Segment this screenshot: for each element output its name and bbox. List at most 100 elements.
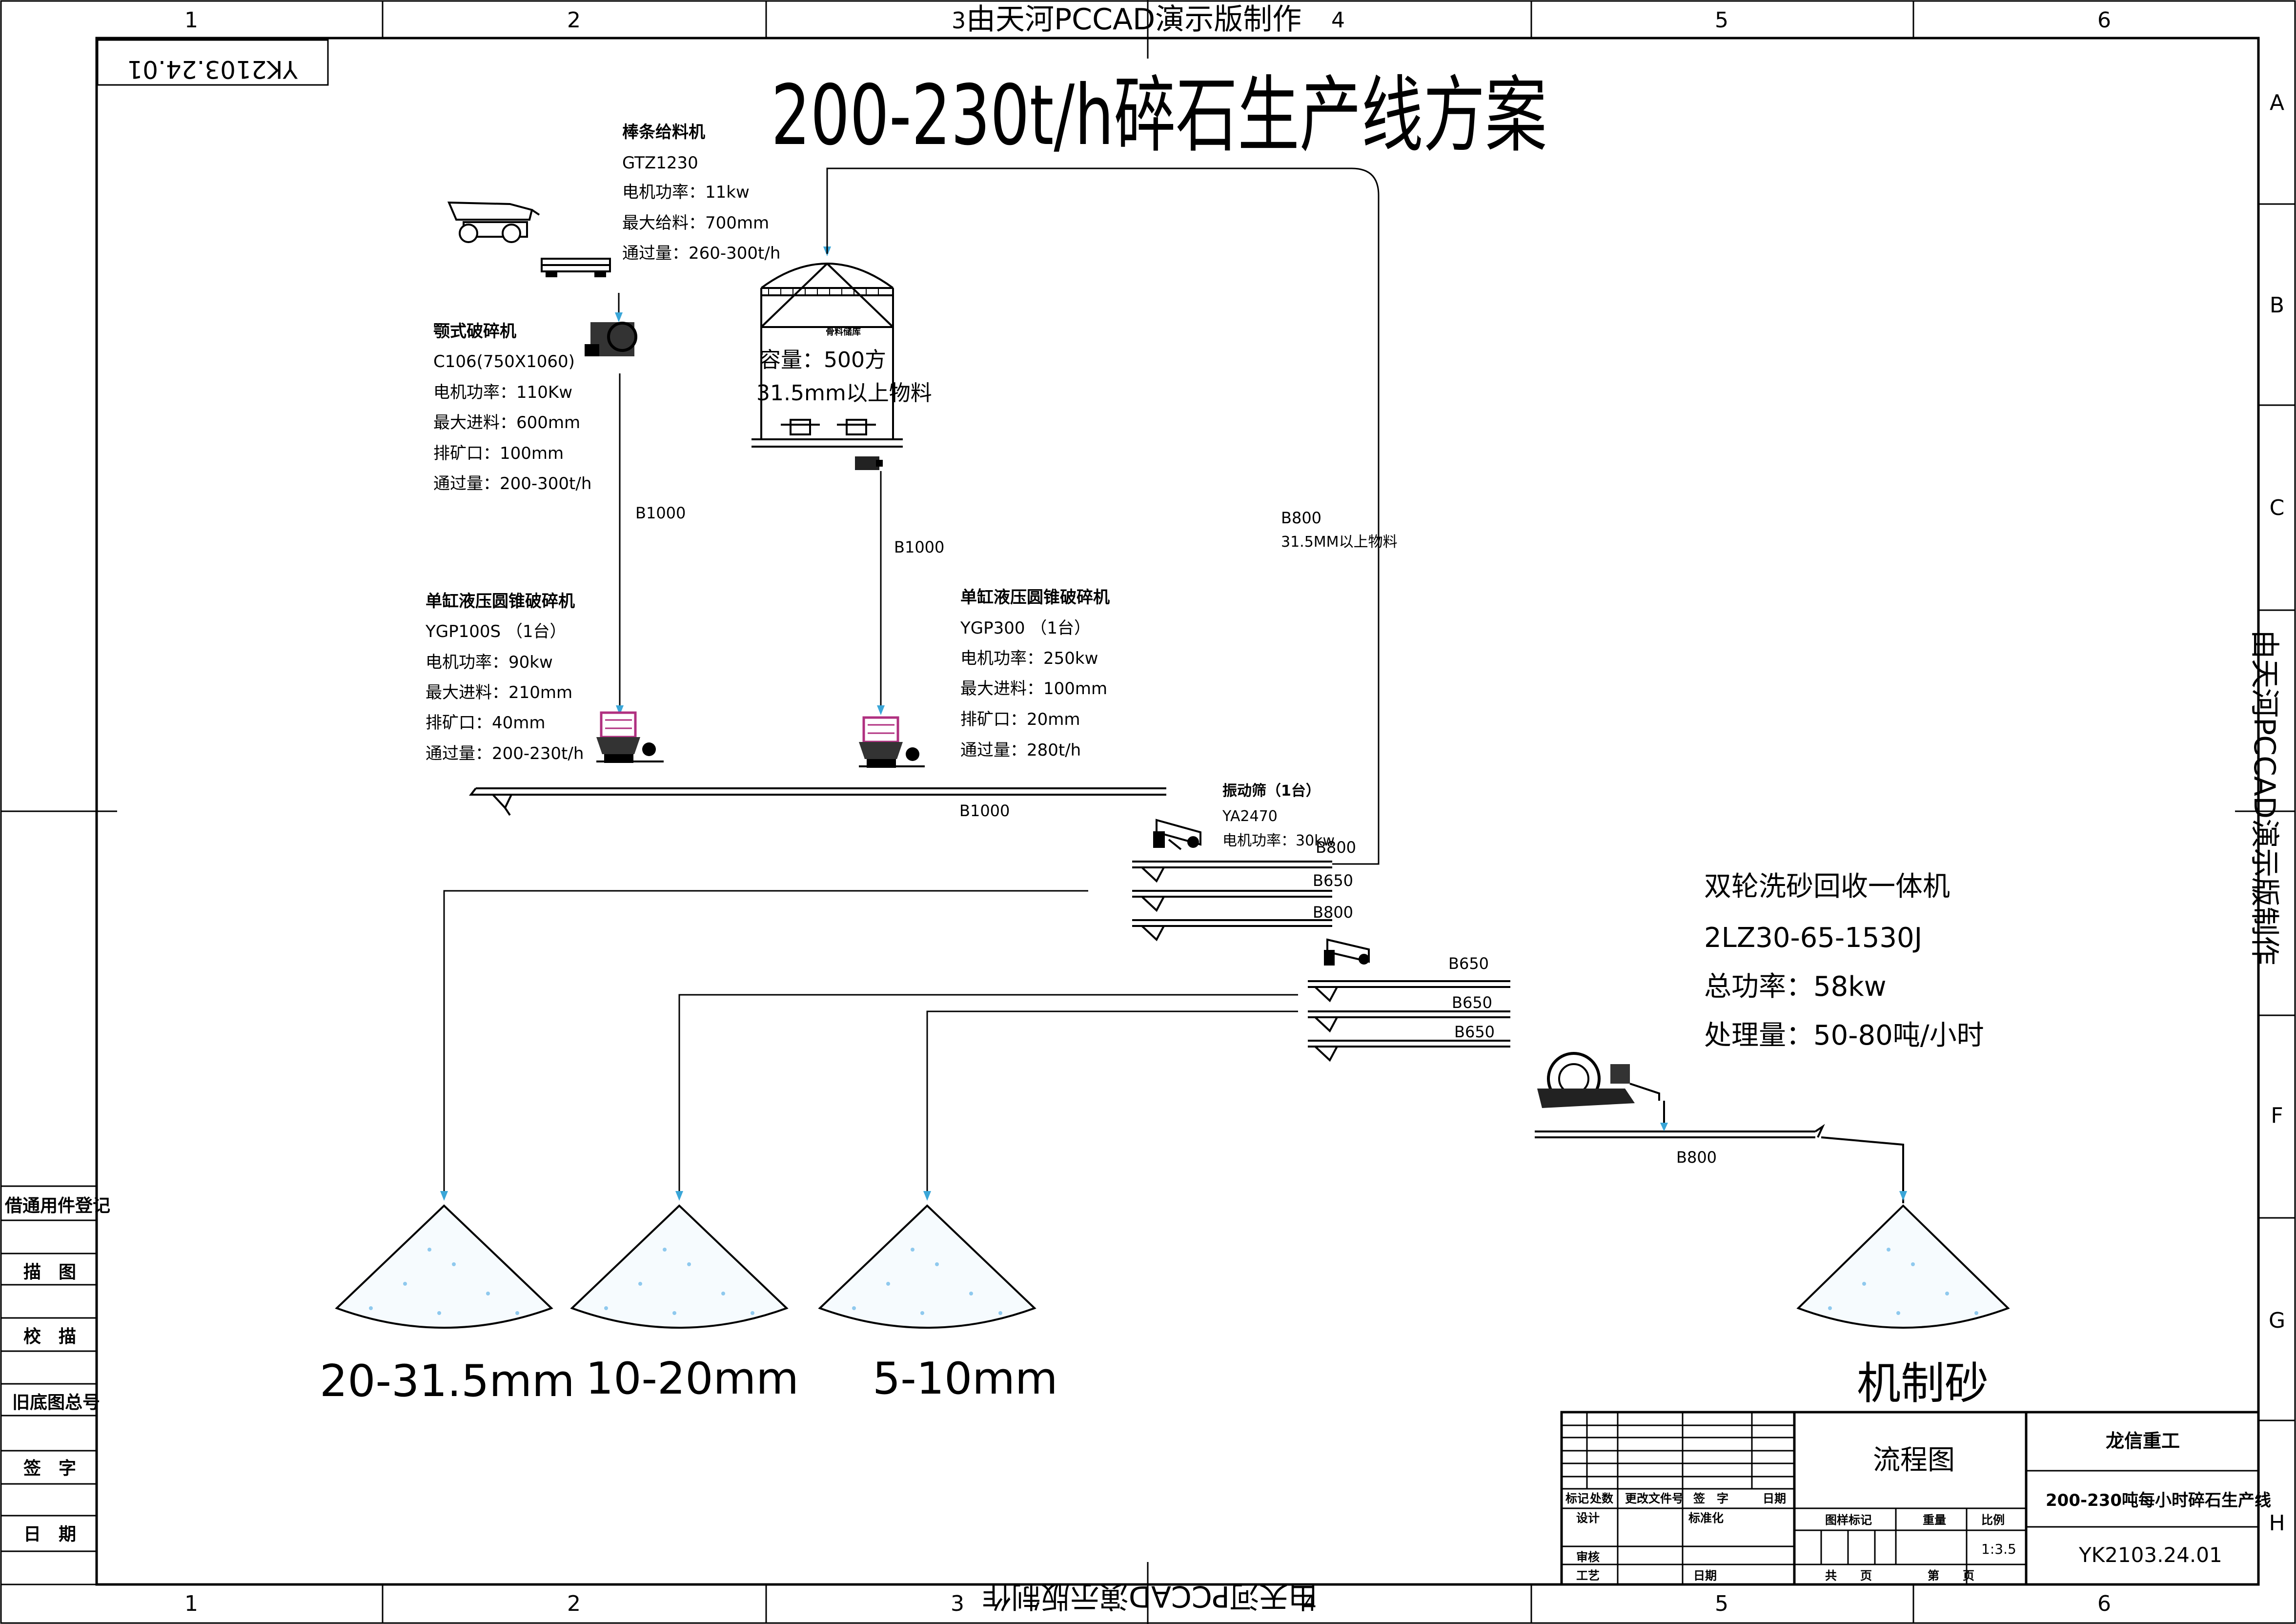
jaw-crusher-labels: 颚式破碎机 C106(750X1060) 电机功率：110Kw 最大进料：600… — [433, 322, 591, 493]
pile-3-icon — [818, 1204, 1036, 1329]
row-label-f: F — [2271, 1103, 2283, 1128]
return-conveyor-line — [826, 167, 1380, 865]
cone1-line-4: 排矿口：40mm — [426, 713, 546, 733]
sand-washer-line-1: 2LZ30-65-1530J — [1704, 922, 1922, 954]
pile-labels: 20-31.5mm 10-20mm 5-10mm 机制砂 — [320, 1353, 1989, 1409]
pile-label-4: 机制砂 — [1857, 1358, 1989, 1409]
belt-b800-1-label: B800 — [1316, 838, 1356, 857]
side-table — [1, 1185, 97, 1585]
cone2-line-1: YGP300 （1台） — [960, 618, 1091, 638]
belt-b1000-a-label: B1000 — [635, 504, 686, 522]
side-table-labels: 借通用件登记 描 图 校 描 旧底图总号 签 字 日 期 — [4, 1196, 110, 1544]
watermark-right-text: 由天河PCCAD演示版制作 — [2247, 630, 2281, 965]
header-change-doc: 更改文件号 — [1625, 1492, 1684, 1505]
dump-truck-icon — [447, 201, 540, 243]
screen-2-belts — [1308, 980, 1510, 1062]
row-label-g: G — [2269, 1308, 2285, 1333]
drawing-name: 流程图 — [1873, 1444, 1955, 1476]
jaw-crusher-line-5: 通过量：200-300t/h — [433, 474, 591, 493]
pile-2-icon — [570, 1204, 789, 1329]
cone2-line-5: 通过量：280t/h — [960, 740, 1081, 760]
sand-washer-labels: 双轮洗砂回收一体机 2LZ30-65-1530J 总功率：58kw 处理量：50… — [1704, 871, 1984, 1051]
silo-top-pattern — [768, 288, 879, 295]
watermark-top-text: 由天河PCCAD演示版制作 — [966, 2, 1301, 37]
label-design: 设计 — [1576, 1511, 1600, 1525]
conveyor-b1000-main — [468, 787, 1166, 816]
row-label-a: A — [2270, 90, 2284, 115]
col-label-bottom-5: 5 — [1715, 1591, 1728, 1616]
jaw-crusher-line-2: 电机功率：110Kw — [433, 383, 572, 402]
vibrating-screen-2-icon — [1324, 938, 1370, 966]
watermark-bottom: 由天河PCCAD演示版制作 — [982, 1579, 1318, 1613]
col-label-bottom-3: 3 — [951, 1591, 964, 1616]
cone2-name: 单缸液压圆锥破碎机 — [960, 588, 1110, 607]
label-page: 第 页 — [1928, 1569, 1974, 1583]
sand-washer-icon — [1537, 1052, 1660, 1108]
col-label-top-4: 4 — [1331, 8, 1345, 33]
project-name: 200-230吨每小时碎石生产线 — [2046, 1491, 2271, 1510]
header-sign: 签 字 — [1693, 1492, 1728, 1505]
screen-1-belts — [1132, 861, 1332, 942]
feeder-line-1: GTZ1230 — [622, 153, 698, 173]
label-ratio: 比例 — [1981, 1513, 2005, 1527]
belt-b1000-c-label: B1000 — [959, 802, 1010, 820]
cone2-line-4: 排矿口：20mm — [960, 710, 1080, 729]
watermark-bottom-num: 4 — [1303, 1591, 1317, 1616]
col-label-top-6: 6 — [2097, 8, 2111, 33]
label-weight: 重量 — [1923, 1513, 1946, 1527]
inner-border — [95, 37, 2260, 1586]
side-label-2: 描 图 — [23, 1262, 76, 1282]
side-label-3: 校 描 — [23, 1327, 76, 1347]
belt-b800-return-note: 31.5MM以上物料 — [1281, 534, 1398, 551]
pile-4-icon — [1796, 1204, 2010, 1329]
pile-label-3: 5-10mm — [873, 1353, 1058, 1404]
watermark-bottom-text: 由天河PCCAD演示版制作 — [982, 1579, 1318, 1613]
jaw-crusher-line-3: 最大进料：600mm — [433, 413, 580, 432]
product-flow-lines — [443, 890, 1298, 1198]
row-label-h: H — [2269, 1511, 2285, 1536]
sand-washer-name: 双轮洗砂回收一体机 — [1704, 871, 1950, 903]
row-label-b: B — [2270, 293, 2284, 318]
cone-crusher-2-icon — [859, 716, 925, 768]
feeder-machine-icon — [541, 258, 611, 277]
cone1-line-5: 通过量：200-230t/h — [426, 744, 584, 763]
silo-discharge-feeder-icon — [855, 456, 883, 470]
belt-b650-3-label: B650 — [1452, 993, 1492, 1012]
silo-line-1: 容量：500方 — [759, 348, 886, 372]
col-label-top-5: 5 — [1715, 8, 1728, 33]
cone1-line-1: YGP100S （1台） — [425, 622, 567, 641]
header-mark: 标记 — [1565, 1492, 1589, 1505]
screen-line-1: YA2470 — [1222, 808, 1278, 825]
feeder-line-2: 电机功率：11kw — [622, 183, 750, 202]
label-standard: 标准化 — [1688, 1511, 1724, 1525]
silo-icon — [752, 263, 903, 448]
title-block-text: 流程图 龙信重工 200-230吨每小时碎石生产线 YK2103.24.01 1… — [1565, 1430, 2271, 1583]
label-stage-mark: 图样标记 — [1825, 1513, 1872, 1527]
jaw-crusher-icon — [585, 322, 637, 356]
watermark-right: 由天河PCCAD演示版制作 — [2247, 630, 2281, 965]
label-review: 审核 — [1576, 1550, 1600, 1564]
silo-line-2: 31.5mm以上物料 — [756, 381, 932, 406]
flow-arrows — [615, 247, 885, 715]
cone1-line-2: 电机功率：90kw — [426, 653, 553, 672]
col-label-top-2: 2 — [567, 8, 581, 33]
pile-label-2: 10-20mm — [586, 1353, 799, 1404]
code-box — [97, 39, 329, 86]
watermark-top: 3 由天河PCCAD演示版制作 — [952, 2, 1301, 37]
cone2-line-3: 最大进料：100mm — [960, 679, 1107, 699]
side-label-1: 借通用件登记 — [4, 1196, 110, 1216]
belt-b800-3-label: B800 — [1676, 1148, 1717, 1167]
scale-value: 1:3.5 — [1981, 1541, 2016, 1557]
drawing-number: YK2103.24.01 — [2078, 1543, 2222, 1567]
cone1-name: 单缸液压圆锥破碎机 — [426, 592, 575, 611]
jaw-crusher-name: 颚式破碎机 — [433, 322, 516, 341]
col-label-bottom-6: 6 — [2097, 1591, 2111, 1616]
label-date: 日期 — [1693, 1569, 1717, 1583]
page-title: 200-230t/h碎石生产线方案 — [771, 67, 1547, 164]
cone-crusher-2-labels: 单缸液压圆锥破碎机 YGP300 （1台） 电机功率：250kw 最大进料：10… — [960, 588, 1110, 760]
cone2-line-2: 电机功率：250kw — [960, 649, 1098, 668]
header-date: 日期 — [1763, 1492, 1786, 1505]
col-label-bottom-1: 1 — [184, 1591, 198, 1616]
